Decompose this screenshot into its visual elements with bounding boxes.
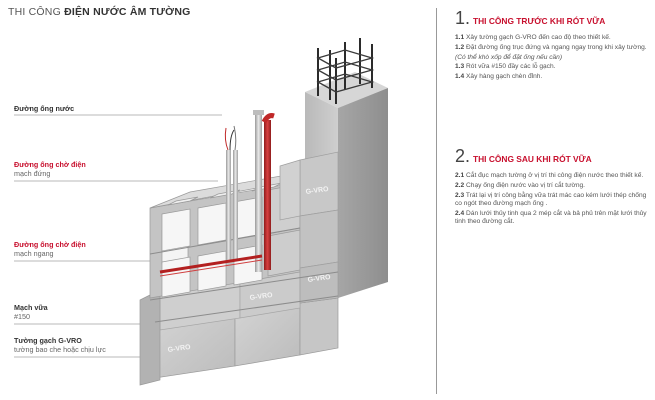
step-1-4: 1.4 Xây hàng gạch chèn đỉnh.	[455, 73, 543, 81]
label-gvro-wall: Tường gạch G-VRO tường bao che hoặc chịu…	[14, 336, 106, 354]
block-right-1	[299, 151, 339, 217]
section-2-heading: 2. THI CÔNG SAU KHI RÓT VỮA	[455, 146, 592, 166]
step-1-3: 1.3 Rót vữa #150 đầy các lỗ gạch.	[455, 63, 556, 71]
section-1-heading: 1. THI CÔNG TRƯỚC KHI RÓT VỮA	[455, 8, 606, 28]
rebar-stirrups	[316, 49, 375, 93]
mortar-joints	[149, 227, 339, 323]
section-after-grouting: 2. THI CÔNG SAU KHI RÓT VỮA 2.1 Cắt đục …	[455, 146, 650, 228]
label-mortar-joint: Mạch vữa #150	[14, 303, 48, 321]
brick-label-4: G-VRO	[307, 274, 331, 284]
step-2-4: 2.4 Dán lưới thủy tinh qua 2 mép cắt và …	[455, 209, 647, 225]
wires	[224, 125, 237, 151]
page-title: THI CÔNG ĐIỆN NƯỚC ÂM TƯỜNG	[8, 6, 191, 18]
brick-label-2: G-VRO	[249, 292, 273, 302]
block-right-3	[299, 261, 339, 304]
hollow-cell-5	[197, 202, 227, 246]
brick-label-1: G-VRO	[167, 344, 191, 354]
top-cell-1	[167, 196, 199, 206]
horizontal-conduit	[159, 254, 263, 274]
wall-illustration: G-VRO G-VRO G-VRO G-VRO	[14, 38, 388, 386]
step-2-1: 2.1 Cắt đục mạch tường ở vị trí thi công…	[455, 172, 644, 179]
brick-mid-right-1	[267, 229, 301, 277]
wall-right-blocks	[279, 151, 339, 304]
section-2-items: 2.1 Cắt đục mạch tường ở vị trí thi công…	[455, 172, 650, 226]
water-pipe-cap	[253, 110, 264, 115]
vertical-conduit-white-1	[226, 150, 231, 260]
label-water-pipe: Đường ống nước	[14, 104, 75, 113]
leader-lines	[14, 114, 222, 358]
water-pipe	[255, 112, 262, 272]
block-right-2	[299, 209, 339, 269]
step-2-2: 2.2 Chạy ống điện nước vào vị trí cắt tư…	[455, 181, 586, 189]
conduit-bend	[261, 113, 275, 124]
vertical-divider	[436, 8, 437, 394]
label-vertical-conduit: Đường ống chờ điện mạch đứng	[14, 160, 86, 178]
vertical-conduit-red	[264, 120, 271, 270]
section-before-grouting: 1. THI CÔNG TRƯỚC KHI RÓT VỮA 1.1 Xây tư…	[455, 8, 650, 83]
label-horizontal-conduit: Đường ống chờ điện mạch ngang	[14, 240, 86, 258]
hollow-cell-4	[161, 208, 191, 252]
step-1-2: 1.2 Đặt đường ống trục đứng và ngang nga…	[455, 43, 647, 51]
step-2-3: 2.3 Trát lại vị trí công bằng vữa trát m…	[455, 191, 647, 207]
pipes	[159, 110, 275, 277]
hollow-cell-2	[197, 250, 227, 292]
section-1-items: 1.1 Xây tường gạch G-VRO đến cao độ theo…	[455, 34, 650, 81]
concrete-column	[305, 38, 388, 298]
brick-labels: G-VRO G-VRO G-VRO G-VRO	[167, 186, 331, 354]
hollow-cell-1	[161, 256, 191, 298]
step-1-2-note: (Có thể khò xốp để đặt ống nếu cần)	[455, 53, 563, 61]
vertical-conduit-white-2	[233, 150, 238, 260]
brick-label-3: G-VRO	[305, 186, 329, 196]
top-cell-2	[209, 189, 241, 199]
step-1-1: 1.1 Xây tường gạch G-VRO đến cao độ theo…	[455, 34, 611, 41]
column-side	[338, 88, 388, 298]
